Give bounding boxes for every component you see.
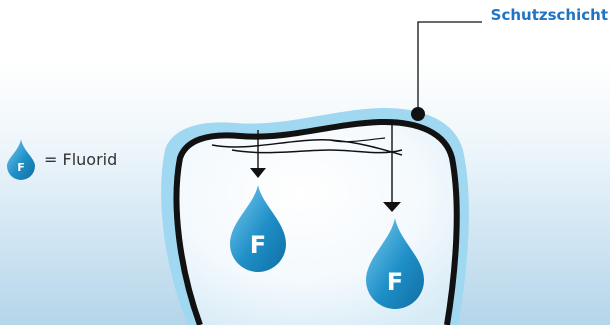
protective-layer-label: Schutzschicht bbox=[491, 6, 608, 24]
legend-text: = Fluorid bbox=[44, 150, 117, 169]
callout-leader-line bbox=[418, 22, 482, 112]
svg-text:F: F bbox=[17, 161, 25, 174]
fluoride-drop-icon: F bbox=[6, 138, 36, 180]
svg-text:F: F bbox=[250, 231, 266, 259]
svg-text:F: F bbox=[387, 268, 403, 296]
legend: F = Fluorid bbox=[6, 138, 117, 180]
callout-marker bbox=[411, 107, 425, 121]
